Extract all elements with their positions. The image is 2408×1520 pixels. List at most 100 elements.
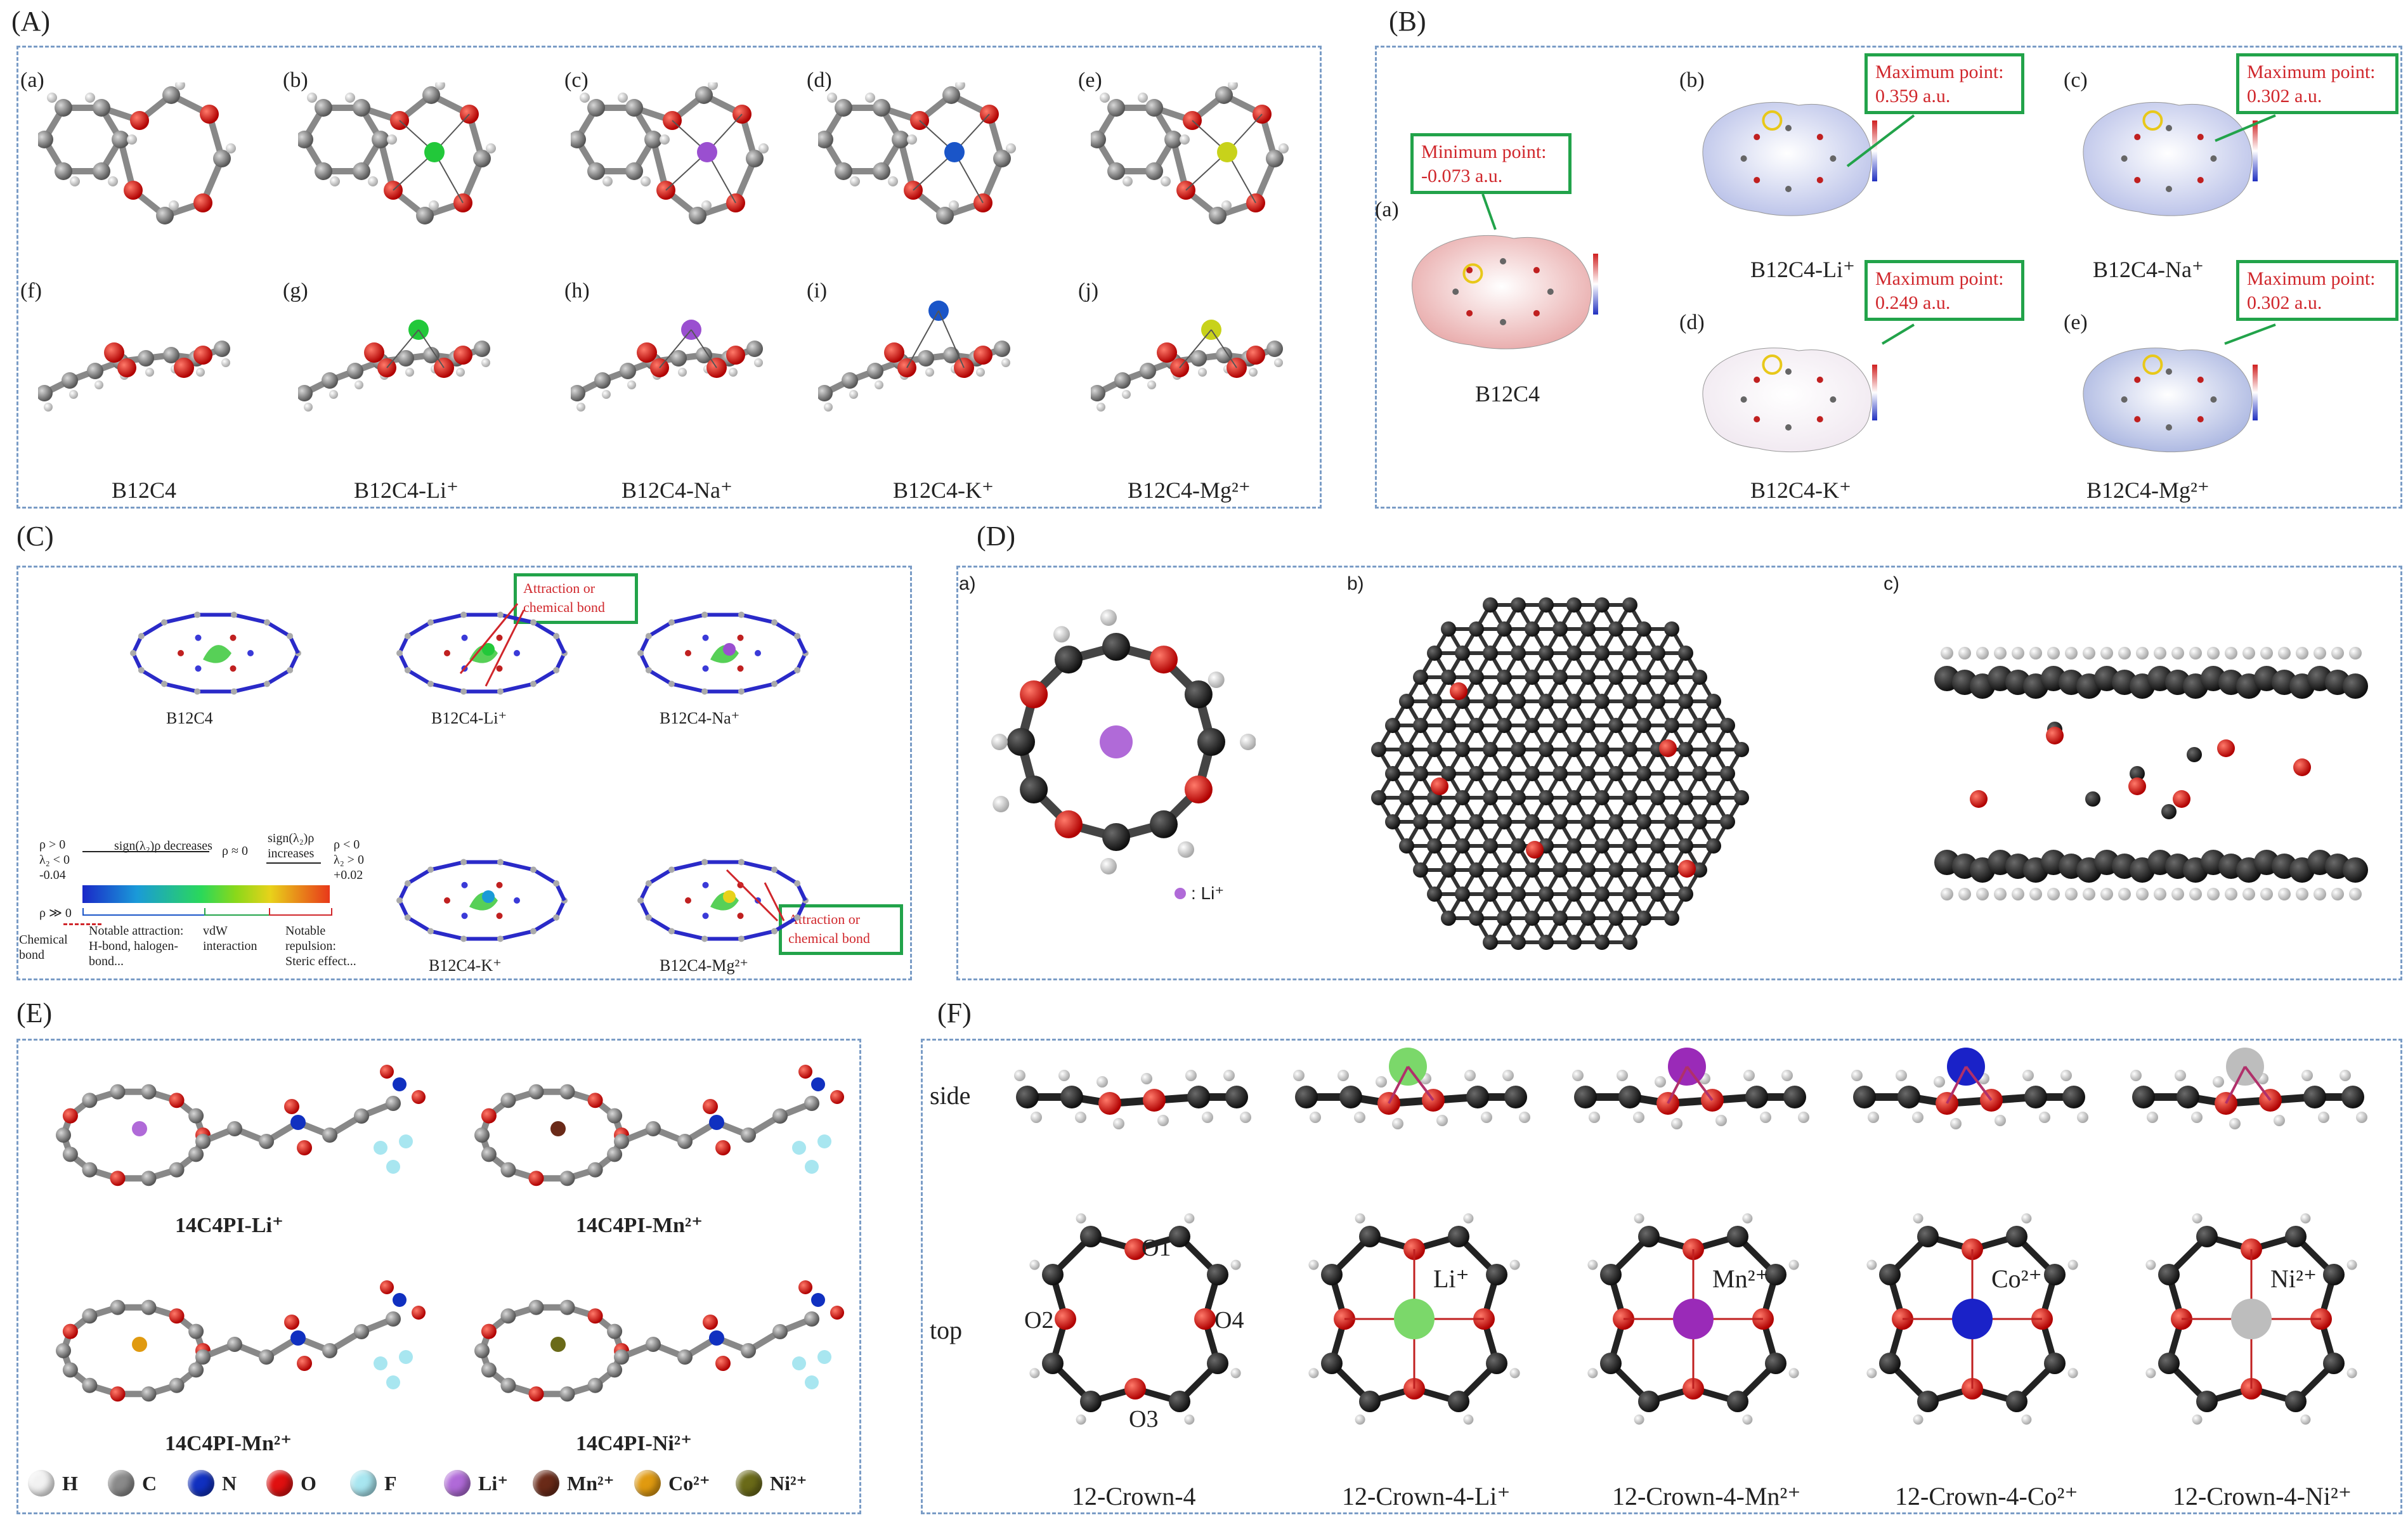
fluorine-atom	[792, 1141, 806, 1155]
oxygen-atom	[1194, 1308, 1216, 1330]
fluorine-atom	[817, 1134, 831, 1148]
carbon-atom	[1917, 1226, 1939, 1247]
carbon-atom	[1539, 790, 1554, 805]
hydrogen-atom	[2242, 888, 2255, 900]
hydrogen-atom	[1058, 1070, 1070, 1081]
hydrogen-atom	[1481, 1112, 1492, 1123]
hydrogen-atom	[2065, 888, 2078, 900]
hydrogen-atom	[1202, 1112, 1213, 1123]
legend-item-3: O	[266, 1470, 316, 1497]
metal-ion	[944, 142, 965, 162]
carbon-atom	[1469, 814, 1484, 829]
carbon-atom	[1580, 718, 1596, 733]
hydrogen-atom	[2083, 647, 2095, 659]
carbon-atom	[620, 363, 636, 379]
panel-a-top-molecule-4	[1091, 82, 1289, 224]
ring-atom	[737, 881, 744, 888]
ion-label: Co²⁺	[1991, 1264, 2042, 1293]
hydrogen-atom	[226, 143, 236, 153]
carbon-atom	[1692, 814, 1707, 829]
panel-c-leader-lines	[459, 603, 785, 922]
carbon-atom	[1706, 742, 1721, 757]
carbon-atom	[746, 150, 764, 167]
hydrogen-atom	[1941, 647, 1953, 659]
oxygen-atom	[380, 1280, 394, 1294]
carbon-atom	[1594, 935, 1610, 950]
carbon-atom	[1483, 935, 1498, 950]
carbon-atom	[259, 1349, 274, 1365]
carbon-atom	[1539, 742, 1554, 757]
carbon-atom	[2006, 1226, 2027, 1247]
hydrogen-atom	[1976, 647, 1989, 659]
hydrogen-atom	[2060, 1070, 2072, 1081]
hydrogen-atom	[1221, 200, 1232, 211]
carbon-atom	[993, 150, 1011, 167]
surface-atom	[1785, 424, 1792, 431]
hydrogen-atom	[94, 380, 103, 389]
surface-atom	[1533, 267, 1540, 274]
hydrogen-atom	[221, 358, 230, 367]
carbon-atom	[1399, 694, 1414, 709]
hydrogen-atom	[1354, 1112, 1365, 1123]
surface-atom	[2134, 176, 2141, 183]
oxygen-atom	[62, 1108, 78, 1124]
hydrogen-atom	[1913, 1213, 1923, 1224]
fluorine-atom	[399, 1134, 413, 1148]
carbon-atom	[82, 1377, 98, 1393]
carbon-atom	[141, 1084, 157, 1100]
panel-f-letter: (F)	[937, 997, 972, 1029]
hydrogen-atom	[108, 176, 118, 186]
carbon-atom	[1525, 862, 1540, 878]
hydrogen-atom	[2083, 888, 2095, 900]
hydrogen-atom	[2067, 1259, 2078, 1270]
oxygen-atom	[726, 346, 745, 365]
oxygen-atom	[193, 346, 212, 365]
carbon-atom	[559, 1299, 575, 1315]
atom	[427, 928, 434, 935]
hydrogen-atom	[729, 368, 738, 377]
oxygen-atom	[1055, 810, 1083, 838]
panel-d-li-legend: : Li⁺	[1175, 883, 1224, 904]
hydrogen-atom	[1463, 1213, 1474, 1224]
legend-item-5: Li⁺	[444, 1470, 508, 1497]
hydrogen-atom	[1671, 1118, 1682, 1129]
ion-label: Ni²⁺	[2270, 1264, 2317, 1293]
carbon-atom	[1650, 887, 1665, 902]
carbon-atom	[1552, 814, 1568, 829]
atom	[794, 880, 801, 887]
hydrogen-atom	[2147, 1112, 2158, 1123]
carbon-atom	[1539, 887, 1554, 902]
surface-atom	[1754, 134, 1760, 141]
hydrogen-atom	[1634, 1213, 1644, 1224]
carbon-atom	[1566, 887, 1582, 902]
hydrogen-atom	[1994, 647, 2007, 659]
hydrogen-atom	[991, 734, 1008, 750]
surface-atom	[2134, 134, 2141, 141]
atom	[738, 611, 745, 618]
hydrogen-atom	[2100, 888, 2113, 900]
carbon-atom	[1552, 718, 1568, 733]
carbon-atom	[1385, 718, 1400, 733]
carbon-atom	[315, 99, 332, 117]
panel-a-side-molecule-1	[298, 320, 490, 412]
carbon-atom	[559, 1386, 575, 1402]
carbon-atom	[1497, 814, 1512, 829]
ring-atom	[737, 634, 744, 641]
hydrogen-atom	[1014, 1070, 1025, 1081]
carbon-atom	[188, 1146, 204, 1162]
scale-increases: sign(λ₂)ρ increases	[268, 831, 315, 861]
carbon-atom	[1664, 670, 1679, 685]
carbon-atom	[398, 350, 414, 367]
carbon-atom	[695, 86, 713, 104]
oxygen-atom	[2293, 758, 2311, 776]
oxygen-atom	[798, 1280, 812, 1294]
carbon-atom	[1448, 1391, 1469, 1412]
carbon-atom	[353, 162, 370, 180]
hydrogen-atom	[1958, 647, 1971, 659]
surface-atom	[2121, 155, 2128, 162]
metal-ion	[132, 1121, 147, 1136]
scale-rep: Notable repulsion: Steric effect...	[285, 924, 356, 968]
surface-atom	[2197, 416, 2204, 423]
carbon-atom	[818, 131, 833, 148]
hydrogen-atom	[827, 93, 837, 103]
